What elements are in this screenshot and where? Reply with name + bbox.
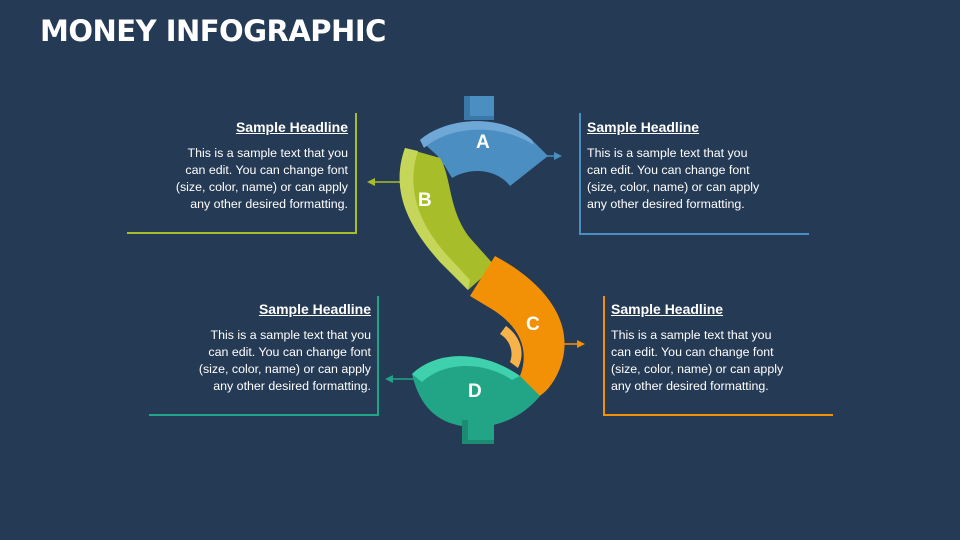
body-line: any other desired formatting. <box>190 197 348 211</box>
piece-d <box>412 356 540 444</box>
text-block-a: Sample Headline This is a sample text th… <box>587 119 817 213</box>
body-line: (size, color, name) or can apply <box>611 362 784 376</box>
headline: Sample Headline <box>587 119 700 135</box>
body-line: can edit. You can change font <box>185 163 348 177</box>
page-title: MONEY INFOGRAPHIC <box>40 14 386 48</box>
body-line: (size, color, name) or can apply <box>175 180 348 194</box>
body-line: This is a sample text that you <box>187 146 348 160</box>
piece-d-label: D <box>468 381 482 402</box>
piece-a <box>420 96 548 186</box>
body-line: any other desired formatting. <box>587 197 745 211</box>
headline: Sample Headline <box>235 119 348 135</box>
bracket-a <box>579 113 809 235</box>
text-block-b: Sample Headline This is a sample text th… <box>118 119 348 213</box>
piece-c-label: C <box>526 314 540 335</box>
body-text: This is a sample text that you can edit.… <box>141 327 371 395</box>
text-block-c: Sample Headline This is a sample text th… <box>611 301 841 395</box>
body-line: This is a sample text that you <box>210 328 371 342</box>
piece-c <box>470 256 565 400</box>
body-line: can edit. You can change font <box>208 345 371 359</box>
body-line: This is a sample text that you <box>611 328 772 342</box>
body-line: This is a sample text that you <box>587 146 748 160</box>
headline: Sample Headline <box>611 301 724 317</box>
body-line: (size, color, name) or can apply <box>587 180 760 194</box>
body-line: can edit. You can change font <box>611 345 774 359</box>
piece-b-label: B <box>418 190 432 211</box>
bracket-c <box>603 296 833 416</box>
headline: Sample Headline <box>258 301 371 317</box>
body-line: any other desired formatting. <box>213 379 371 393</box>
bracket-d <box>149 296 379 416</box>
body-line: any other desired formatting. <box>611 379 769 393</box>
body-line: (size, color, name) or can apply <box>198 362 371 376</box>
body-text: This is a sample text that you can edit.… <box>611 327 841 395</box>
body-text: This is a sample text that you can edit.… <box>587 145 817 213</box>
bracket-b <box>127 113 357 234</box>
body-line: can edit. You can change font <box>587 163 750 177</box>
body-text: This is a sample text that you can edit.… <box>118 145 348 213</box>
text-block-d: Sample Headline This is a sample text th… <box>141 301 371 395</box>
piece-a-label: A <box>476 132 490 153</box>
piece-b <box>399 148 495 290</box>
